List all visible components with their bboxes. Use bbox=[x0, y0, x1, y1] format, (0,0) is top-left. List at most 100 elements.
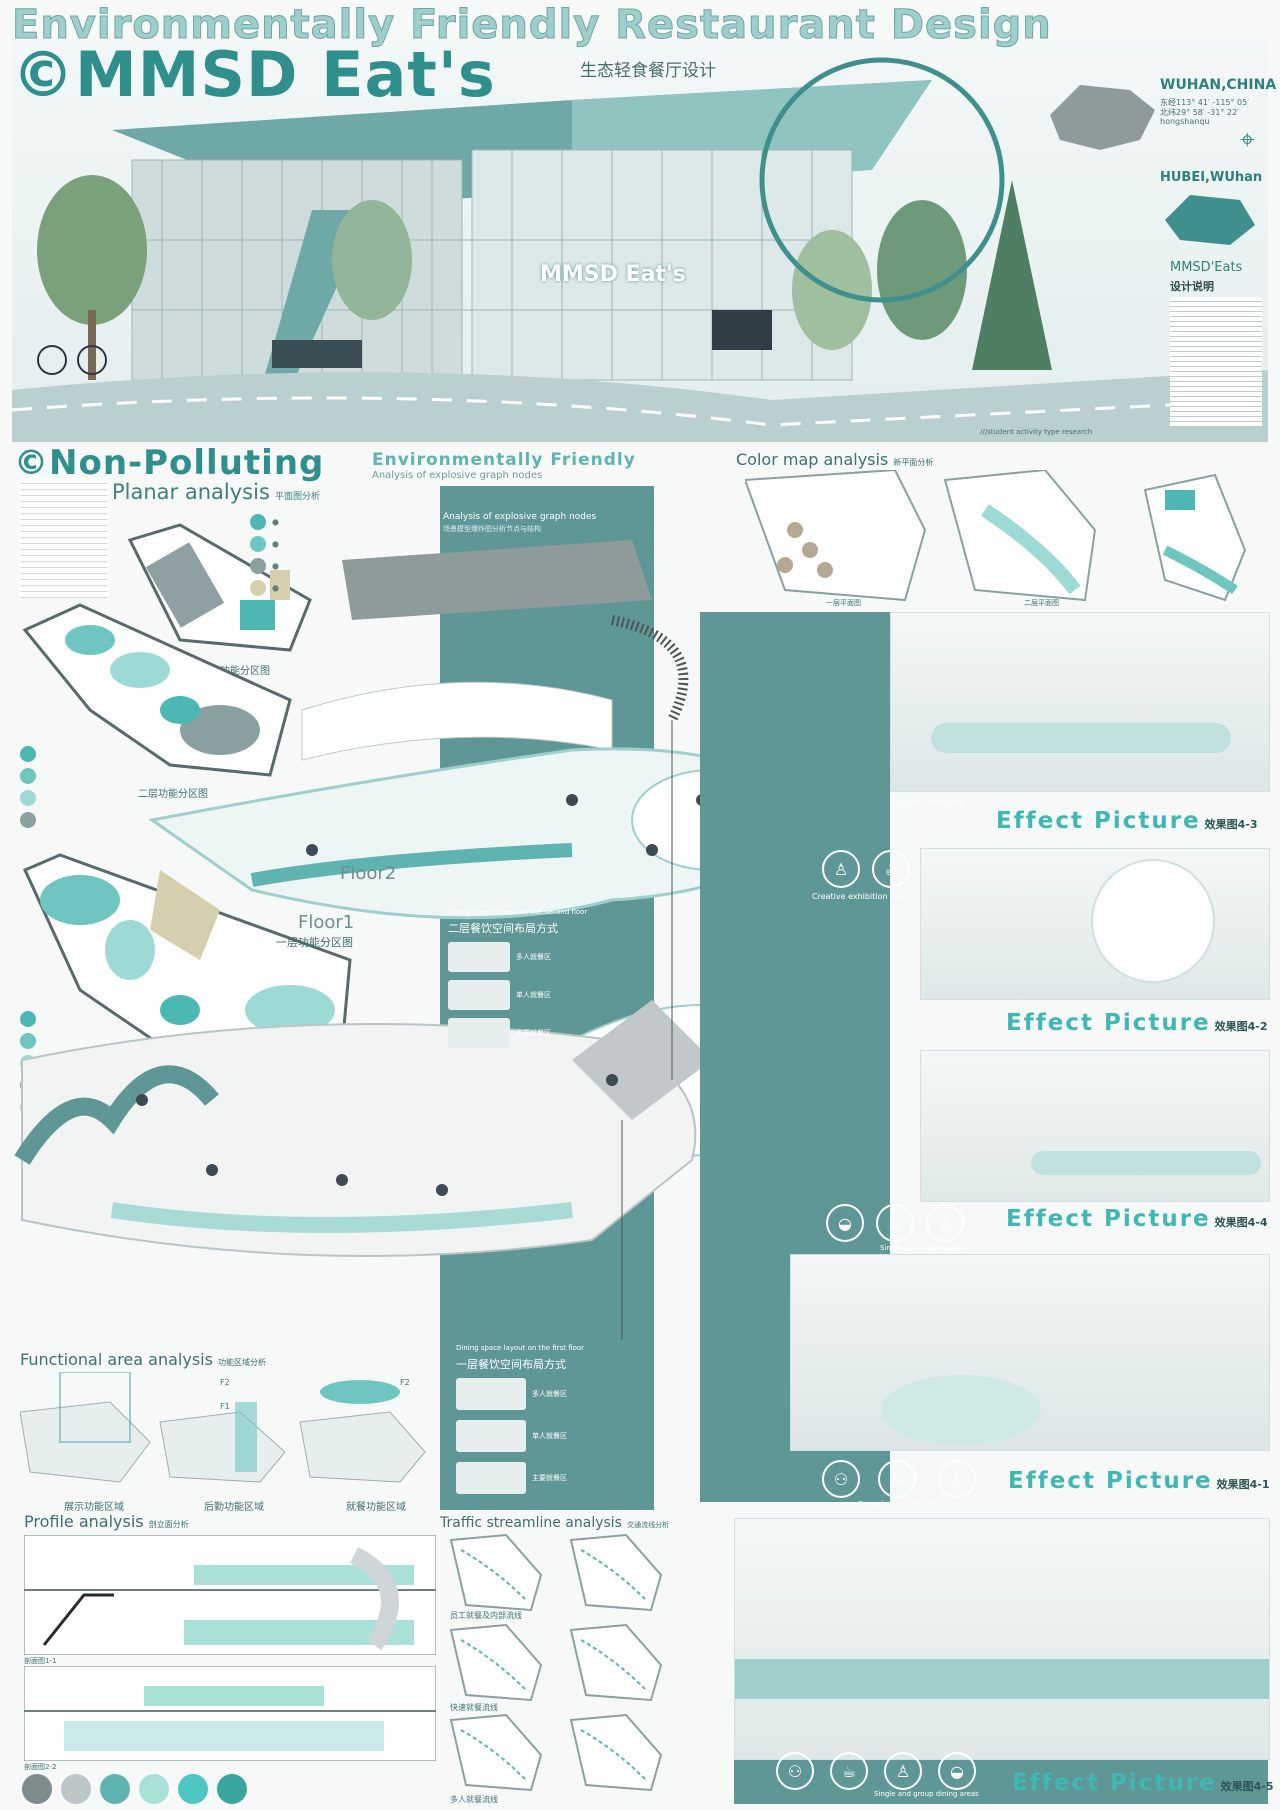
legend-dot bbox=[250, 558, 266, 574]
color-map-plan1-label: 一层平面图 bbox=[826, 599, 861, 607]
person-desk-icon: ♙ bbox=[822, 850, 860, 888]
legend-dot bbox=[20, 1011, 36, 1027]
env-friendly-subheading: Analysis of explosive graph nodes bbox=[372, 470, 543, 481]
effect-caption-text: Effect Picture bbox=[1008, 1468, 1213, 1494]
profile-title: Profile analysis 剖立面分析 bbox=[24, 1512, 189, 1531]
effect-caption-code: 效果图4-2 bbox=[1214, 1020, 1268, 1033]
effect-image-surface bbox=[1031, 1151, 1261, 1175]
functional-label-display: 展示功能区域 bbox=[64, 1502, 124, 1513]
brand-subtitle-cn: 生态轻食餐厅设计 bbox=[580, 61, 716, 81]
palette-swatch bbox=[139, 1774, 169, 1804]
effect-image-surface bbox=[931, 723, 1231, 753]
traffic-label-group: 多人就餐流线 bbox=[450, 1795, 498, 1804]
coffee-cup-icon: ☕ bbox=[830, 1752, 868, 1790]
location-coords-2: 北纬29° 58′ -31° 22′ bbox=[1160, 108, 1239, 117]
functional-label-logistics: 后勤功能区域 bbox=[204, 1502, 264, 1513]
china-map-icon bbox=[1050, 85, 1155, 150]
dining2-thumbs: 多人就餐区 单人就餐区 主要就餐区 bbox=[448, 942, 551, 1048]
effect-image-surface bbox=[881, 1375, 1041, 1445]
legend-dot bbox=[250, 580, 266, 596]
design-notes-heading-cn: 设计说明 bbox=[1170, 280, 1214, 293]
legend-dot bbox=[250, 514, 266, 530]
layout-thumb bbox=[456, 1420, 526, 1452]
floor2-function-plan bbox=[22, 603, 292, 777]
effect-area-label-4-2: Creative exhibition area bbox=[812, 892, 908, 901]
effect-area-label-4-4: Single quick dining area bbox=[880, 1244, 965, 1252]
color-map-plan2-label: 二层平面图 bbox=[1024, 599, 1059, 607]
planar-title: Planar analysis 平面图分析 bbox=[112, 480, 320, 504]
effect-caption-code: 效果图4-5 bbox=[1220, 1780, 1274, 1793]
palette-swatch bbox=[61, 1774, 91, 1804]
location-panel: WUHAN,CHINA 东经113° 41′ -115° 05′ 北纬29° 5… bbox=[1040, 75, 1276, 435]
effect-caption-code: 效果图4-3 bbox=[1204, 818, 1258, 831]
floor2-zones-label: 二层功能分区图 bbox=[138, 789, 208, 800]
effect-caption-text: Effect Picture bbox=[1006, 1206, 1211, 1232]
initial-zones-label: 初步功能分区图 bbox=[200, 666, 270, 677]
effect-area-label-4-3: A single meal area bbox=[890, 798, 965, 807]
dining1-title-cn: 一层餐饮空间布局方式 bbox=[456, 1358, 566, 1371]
floor2-label: Floor2 bbox=[340, 863, 397, 884]
location-district: hongshanqu bbox=[1160, 117, 1210, 126]
floor2-legend bbox=[20, 740, 42, 834]
effect-image-4-1 bbox=[790, 1254, 1270, 1451]
palette-swatch bbox=[100, 1774, 130, 1804]
color-map-title-en: Color map analysis bbox=[736, 450, 889, 469]
effect-image-4-4 bbox=[920, 1050, 1270, 1202]
map-pin-icon: ⌖ bbox=[1240, 125, 1255, 155]
planar-title-en: Planar analysis bbox=[112, 480, 270, 504]
functional-title-en: Functional area analysis bbox=[20, 1350, 213, 1369]
explosive-title: Analysis of explosive graph nodes bbox=[443, 512, 597, 522]
dish-icon: ◒ bbox=[826, 1204, 864, 1242]
exploded-axonometric bbox=[14, 540, 814, 1340]
explosive-subtitle-cn: 场景模型爆炸图分析节点与结构 bbox=[443, 525, 541, 533]
dining1-title: Dining space layout on the first floor bbox=[456, 1344, 585, 1352]
effect-caption-code: 效果图4-4 bbox=[1214, 1216, 1268, 1229]
env-friendly-heading: Environmentally Friendly bbox=[372, 450, 636, 470]
traffic-title-en: Traffic streamline analysis bbox=[440, 1515, 622, 1531]
functional-title: Functional area analysis 功能区域分析 bbox=[20, 1350, 266, 1369]
layout-thumb bbox=[448, 1018, 510, 1048]
planar-title-cn: 平面图分析 bbox=[274, 492, 320, 502]
layout-label: 主要就餐区 bbox=[532, 1474, 567, 1482]
functional-diagrams bbox=[20, 1372, 426, 1483]
legend-dot bbox=[20, 768, 36, 784]
palette-swatch bbox=[22, 1774, 52, 1804]
coffee-cup-icon: ☕ bbox=[878, 1460, 916, 1498]
floor1-title-cn: 一层功能分区图 bbox=[276, 936, 353, 949]
traffic-title: Traffic streamline analysis 交通流线分析 bbox=[440, 1512, 669, 1531]
person-desk-icon: ♙ bbox=[926, 1204, 964, 1242]
traffic-label-staff: 员工就餐及内部流线 bbox=[450, 1611, 522, 1620]
layout-thumb bbox=[456, 1462, 526, 1494]
planar-intro-text bbox=[20, 478, 108, 598]
hubei-map-icon bbox=[1165, 195, 1255, 245]
effect-image-4-3 bbox=[890, 612, 1270, 792]
legend-dot bbox=[250, 536, 266, 552]
group-people-icon: ⚇ bbox=[822, 1460, 860, 1498]
effect-caption-text: Effect Picture bbox=[1012, 1770, 1217, 1796]
effect-caption-text: Effect Picture bbox=[1006, 1010, 1211, 1036]
effect-area-label-4-5: Single and group dining areas bbox=[874, 1790, 979, 1798]
functional-level-f2: F2 bbox=[220, 1378, 230, 1387]
color-map-plans bbox=[745, 470, 1247, 602]
traffic-label-quick: 快速就餐流线 bbox=[450, 1703, 498, 1712]
section-drawing-2 bbox=[24, 1666, 436, 1761]
floor1-function-plan bbox=[22, 853, 352, 1072]
effect-image-4-5 bbox=[734, 1518, 1270, 1760]
dish-icon: ◒ bbox=[938, 1752, 976, 1790]
functional-label-dining: 就餐功能区域 bbox=[346, 1502, 406, 1513]
effect-caption-code: 效果图4-1 bbox=[1216, 1478, 1270, 1491]
layout-thumb bbox=[456, 1378, 526, 1410]
legend-dot bbox=[20, 812, 36, 828]
location-coords-1: 东经113° 41′ -115° 05′ bbox=[1160, 98, 1250, 107]
research-caption: ///student activity type research bbox=[980, 428, 1093, 436]
functional-level-f2b: F2 bbox=[400, 1378, 410, 1387]
restaurant-facade-illustration bbox=[12, 57, 1268, 442]
storefront-sign: MMSD Eat's bbox=[540, 262, 686, 287]
layout-thumb bbox=[448, 942, 510, 972]
section-drawing-1 bbox=[24, 1535, 436, 1655]
initial-legend: ● ● ● ● bbox=[250, 508, 279, 602]
